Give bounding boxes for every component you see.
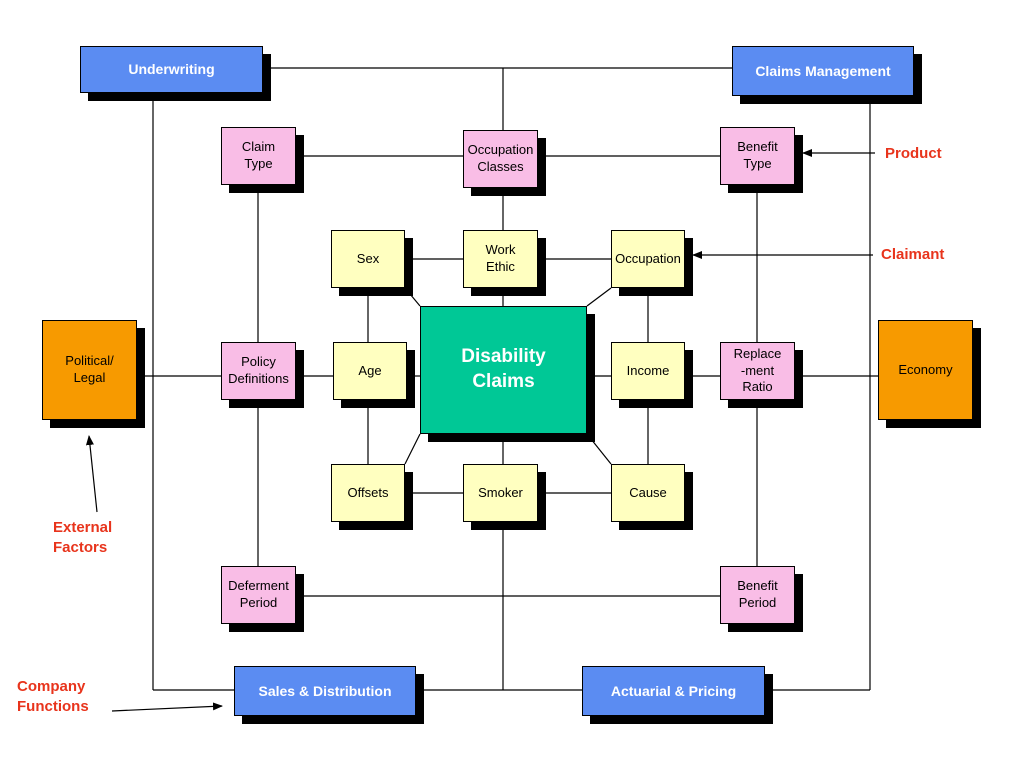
occupation-classes-label: Occupation Classes	[467, 142, 534, 174]
offsets-label: Offsets	[347, 484, 389, 500]
policy-definitions-box: Policy Definitions	[221, 342, 296, 400]
benefit-period-label: Benefit Period	[737, 578, 778, 610]
benefit-type-box: Benefit Type	[720, 127, 795, 185]
political-legal-box: Political/ Legal	[42, 320, 137, 420]
work-ethic-label: Work Ethic	[485, 242, 516, 274]
replacement-ratio-box: Replace -ment Ratio	[720, 342, 795, 400]
sales-distribution-box: Sales & Distribution	[234, 666, 416, 716]
line-sex-center	[404, 287, 421, 307]
disability-claims-box: Disability Claims	[420, 306, 587, 434]
deferment-period-box: Deferment Period	[221, 566, 296, 624]
underwriting-box: Underwriting	[80, 46, 263, 93]
smoker-box: Smoker	[463, 464, 538, 522]
claim-type-label: Claim Type	[241, 139, 276, 171]
claimant-label: Claimant	[881, 246, 945, 263]
economy-label: Economy	[898, 361, 953, 377]
smoker-label: Smoker	[478, 484, 523, 500]
occupation-label: Occupation	[615, 250, 681, 266]
occupation-box: Occupation	[611, 230, 685, 288]
cause-label: Cause	[629, 484, 667, 500]
actuarial-pricing-box: Actuarial & Pricing	[582, 666, 765, 716]
income-box: Income	[611, 342, 685, 400]
sales-distribution-label: Sales & Distribution	[258, 682, 392, 699]
benefit-type-label: Benefit Type	[737, 139, 778, 171]
company-functions-arrow	[111, 702, 223, 712]
occupation-classes-box: Occupation Classes	[463, 130, 538, 188]
economy-box: Economy	[878, 320, 973, 420]
work-ethic-box: Work Ethic	[463, 230, 538, 288]
claims-management-box: Claims Management	[732, 46, 914, 96]
replacement-ratio-label: Replace -ment Ratio	[733, 345, 782, 395]
underwriting-label: Underwriting	[128, 61, 215, 78]
cause-box: Cause	[611, 464, 685, 522]
disability-claims-label: Disability Claims	[461, 346, 546, 392]
claims-management-label: Claims Management	[755, 62, 891, 79]
income-label: Income	[626, 362, 670, 378]
political-legal-label: Political/ Legal	[65, 353, 114, 385]
offsets-box: Offsets	[331, 464, 405, 522]
external-factors-arrow	[85, 435, 98, 513]
product-label: Product	[885, 145, 942, 162]
line-offsets-center	[404, 433, 421, 465]
actuarial-pricing-label: Actuarial & Pricing	[610, 682, 737, 699]
claim-type-box: Claim Type	[221, 127, 296, 185]
age-box: Age	[333, 342, 407, 400]
company-functions-label: Company Functions	[17, 678, 89, 716]
age-label: Age	[358, 362, 382, 378]
benefit-period-box: Benefit Period	[720, 566, 795, 624]
sex-box: Sex	[331, 230, 405, 288]
deferment-period-label: Deferment Period	[228, 578, 289, 610]
sex-label: Sex	[356, 250, 380, 266]
line-cause-center	[586, 433, 612, 465]
line-occupation-center	[586, 287, 612, 307]
policy-definitions-label: Policy Definitions	[228, 354, 289, 386]
external-factors-label: External Factors	[53, 519, 113, 557]
